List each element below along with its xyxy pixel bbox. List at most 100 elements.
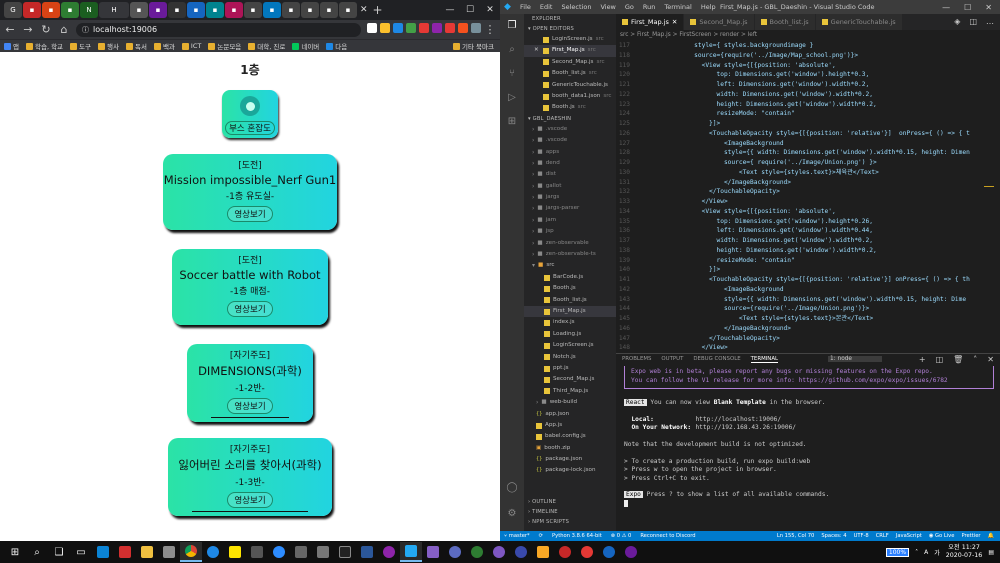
maximize-icon[interactable]: ☐	[964, 2, 972, 12]
tab-favicon-gray6[interactable]: ▪	[339, 2, 357, 18]
indent-status[interactable]: Spaces: 4	[821, 533, 847, 539]
app-red-icon[interactable]	[554, 542, 576, 562]
folder-item[interactable]: ›■apps	[524, 147, 616, 158]
menu-selection[interactable]: Selection	[561, 3, 592, 11]
settings-gear-icon[interactable]: ⚙	[507, 508, 517, 519]
folder-src[interactable]: ▾■src	[524, 260, 616, 271]
tab-favicon-green[interactable]: ▪	[61, 2, 79, 18]
run-debug-icon[interactable]: ▷	[508, 92, 516, 103]
root-file-item[interactable]: {}app.json	[524, 409, 616, 420]
tab-favicon-gray3[interactable]: ▪	[282, 2, 300, 18]
file-explorer-icon[interactable]	[136, 542, 158, 562]
terminal-icon[interactable]	[334, 542, 356, 562]
encoding-status[interactable]: UTF-8	[853, 533, 869, 539]
tab-favicon-red[interactable]: ▪	[23, 2, 41, 18]
root-file-item[interactable]: {}package.json	[524, 454, 616, 465]
menu-help[interactable]: Help	[700, 3, 716, 11]
watch-video-button[interactable]: 영상보기	[227, 301, 273, 317]
terminal-output[interactable]: Expo web is in beta, please report any b…	[624, 366, 994, 531]
bookmark-daum[interactable]: 다음	[326, 41, 347, 51]
other-bookmarks[interactable]: 기타 북마크	[453, 41, 494, 51]
extension-icon[interactable]	[419, 23, 429, 33]
tab-favicon-pink[interactable]: ▪	[225, 2, 243, 18]
notifications-bell-icon[interactable]: 🔔	[987, 533, 994, 539]
code-line[interactable]: 127 <ImageBackground	[618, 139, 784, 147]
src-file-item[interactable]: LoginScreen.js	[524, 340, 616, 351]
menu-view[interactable]: View	[600, 3, 616, 11]
src-file-item[interactable]: Notch.js	[524, 352, 616, 363]
close-window-icon[interactable]: ✕	[985, 2, 992, 12]
src-file-item[interactable]: ppt.js	[524, 363, 616, 374]
code-line[interactable]: 131 </ImageBackground>	[618, 178, 792, 186]
close-window-icon[interactable]: ✕	[486, 5, 494, 15]
bookmark-folder[interactable]: 독서	[125, 41, 147, 51]
code-line[interactable]: 144 source={require('../Image/Union.png'…	[618, 305, 870, 313]
app-circle-icon[interactable]	[444, 542, 466, 562]
app-purple-icon[interactable]	[378, 542, 400, 562]
bookmark-folder[interactable]: 논문모음	[208, 41, 241, 51]
discord-status[interactable]: Reconnect to Discord	[640, 533, 696, 539]
forward-icon[interactable]: →	[23, 23, 33, 36]
ime-lang[interactable]: 가	[934, 549, 940, 557]
code-line[interactable]: 148 </View>	[618, 344, 728, 352]
root-file-item[interactable]: {}package-lock.json	[524, 465, 616, 476]
editor-tab[interactable]: Booth_list.js	[754, 14, 816, 30]
close-icon[interactable]: ✕	[534, 47, 539, 54]
menu-go[interactable]: Go	[624, 3, 634, 11]
minimize-icon[interactable]: —	[942, 2, 951, 12]
folder-item[interactable]: ›■jargs	[524, 192, 616, 203]
app-l-icon[interactable]	[92, 542, 114, 562]
task-view-icon[interactable]: ❑	[54, 546, 64, 558]
new-tab-icon[interactable]: +	[372, 3, 383, 17]
tab-favicon-google[interactable]: G	[4, 2, 22, 18]
compare-icon[interactable]: ◈	[954, 17, 961, 26]
windows-start-icon[interactable]: ⊞	[10, 546, 20, 558]
maximize-icon[interactable]: ☐	[465, 5, 475, 15]
extension-icon[interactable]	[393, 23, 403, 33]
app-purple3-icon[interactable]	[620, 542, 642, 562]
breadcrumb[interactable]: src > First_Map.js > FirstScreen > rende…	[620, 32, 758, 38]
code-line[interactable]: 137 width: Dimensions.get('window').widt…	[618, 237, 873, 244]
src-file-item[interactable]: Booth_list.js	[524, 295, 616, 306]
open-editor-item[interactable]: ✕First_Map.js src	[524, 45, 616, 57]
app-l2-icon[interactable]	[532, 542, 554, 562]
code-line[interactable]: 147 </TouchableOpacity>	[618, 334, 780, 342]
account-icon[interactable]: ◯	[506, 482, 518, 493]
search-icon[interactable]: ⌕	[509, 44, 515, 55]
open-editor-item[interactable]: GenericTouchable.js	[524, 80, 616, 91]
explorer-icon[interactable]: ❐	[507, 20, 517, 31]
app-camera-icon[interactable]	[290, 542, 312, 562]
bookmark-folder[interactable]: 도구	[70, 41, 91, 51]
bookmark-apps[interactable]: 앱	[4, 41, 19, 51]
root-file-item[interactable]: babel.config.js	[524, 431, 616, 442]
code-line[interactable]: 119 <View style={[{position: 'absolute',	[618, 61, 836, 69]
menu-run[interactable]: Run	[642, 3, 656, 11]
watch-video-button[interactable]: 영상보기	[227, 492, 273, 508]
trash-icon[interactable]: 🗑	[953, 354, 964, 364]
extension-icon[interactable]	[367, 23, 377, 33]
booth-card[interactable]: [자기주도] 잃어버린 소리를 찾아서(과학) -1-3반- 영상보기	[168, 438, 332, 516]
menu-edit[interactable]: Edit	[539, 3, 553, 11]
visual-studio-icon[interactable]	[422, 542, 444, 562]
search-icon[interactable]: ⌕	[34, 546, 40, 558]
more-actions-icon[interactable]: …	[986, 17, 994, 26]
extensions-icon[interactable]: ⊞	[507, 116, 517, 127]
problems-status[interactable]: ⊗ 0 ⚠ 0	[610, 533, 632, 539]
tab-favicon-orange[interactable]: ▪	[42, 2, 60, 18]
code-line[interactable]: 117 style={ styles.backgroundimage }	[618, 42, 814, 49]
watch-video-button[interactable]: 영상보기	[227, 398, 273, 414]
code-line[interactable]: 145 <Text style={styles.text}>본관</Text>	[618, 315, 874, 322]
code-line[interactable]: 128 style={{ width: Dimensions.get('wind…	[618, 149, 970, 157]
extension-icon[interactable]	[406, 23, 416, 33]
code-line[interactable]: 123 height: Dimensions.get('window').wid…	[618, 100, 877, 108]
chevron-up-icon[interactable]: ˄	[973, 354, 978, 364]
menu-terminal[interactable]: Terminal	[664, 3, 692, 11]
menu-file[interactable]: File	[520, 3, 531, 11]
minimize-icon[interactable]: —	[445, 5, 455, 15]
folder-item[interactable]: ›■.vscode	[524, 135, 616, 146]
code-line[interactable]: 146 </ImageBackground>	[618, 324, 792, 332]
bookmark-folder[interactable]: 학습, 학교	[25, 41, 63, 51]
code-line[interactable]: 122 width: Dimensions.get('window').widt…	[618, 90, 873, 98]
battery-status[interactable]: 100%	[885, 547, 910, 557]
profile-avatar[interactable]	[471, 23, 481, 33]
